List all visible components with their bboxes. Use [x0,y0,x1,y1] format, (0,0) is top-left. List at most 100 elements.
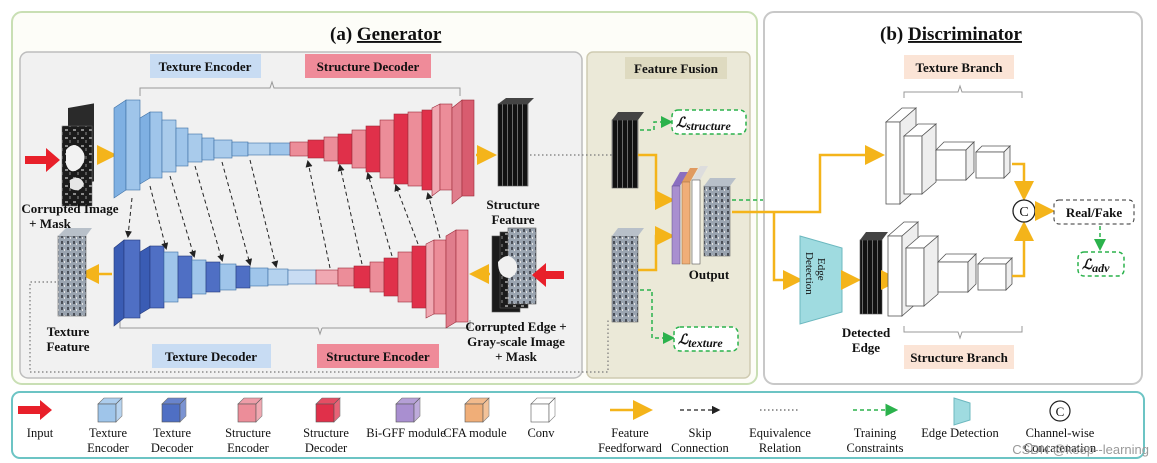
bi-gff-block-icon [395,397,421,423]
discriminator-title: (b) Discriminator [880,24,1023,45]
loss-adv: ℒadv [1082,258,1110,275]
legend-label: Structure [225,426,271,440]
structure-encoder-label-box [317,344,439,368]
corrupted-image-stack [61,103,94,207]
watermark: CSDN @keep--learning [1012,442,1149,457]
conv-block-icon [530,397,556,423]
legend-item: Edge Detection [921,397,999,440]
legend-label: Skip [689,426,712,440]
edge-detection-block [799,235,843,325]
loss-adv-box [1077,251,1125,277]
legend-label: Bi-GFF module [366,426,446,440]
texture-decoder-label: Texture Decoder [165,349,257,364]
structure-decoder-brace [274,87,461,96]
legend-label: Conv [527,426,555,440]
edge-detection-label: EdgeDetection [803,252,827,295]
loss-texture: ℒtexture [678,333,723,350]
texture-equivalence-line [29,281,609,373]
structure-feature-label-2: Feature [491,212,534,227]
legend-label: Training [854,426,897,440]
corrupted-edge-label-2: Gray-scale Image [467,334,565,349]
legend-label: Input [27,426,54,440]
texture-branch-box [904,55,1014,79]
legend-item: Bi-GFF module [366,397,446,440]
legend-label: Connection [671,441,729,455]
output-label: Output [689,267,730,282]
input-arrow-bottom [532,263,564,287]
legend-label: Concatenation [1024,441,1097,455]
fusion-structure-image [611,112,644,189]
texture-encoder-label: Texture Encoder [159,59,252,74]
output-image [703,178,736,257]
edge-detection-trapezoid-icon [953,397,971,426]
legend-label: Decoder [305,441,348,455]
structure-encoder-block-icon [237,397,263,423]
legend-label: CFA module [443,426,507,440]
loss-texture-box [673,326,739,352]
real-fake-label: Real/Fake [1066,205,1123,220]
texture-decoder-brace [119,320,323,336]
top-network [113,99,475,205]
texture-feature-label: Texture [47,324,90,339]
texture-feature-label-2: Feature [46,339,89,354]
feature-fusion-title: Feature Fusion [634,61,719,76]
legend-item: CFA module [443,397,507,440]
legend-label: Decoder [151,441,194,455]
texture-decoder-block-icon [161,397,187,423]
concat-symbol: C [1019,205,1028,220]
skip-connections [125,159,441,269]
texture-decoder-label-box [152,344,271,368]
structure-encoder-brace [322,320,471,329]
corrupted-image-label-2: + Mask [29,216,71,231]
corrupted-image-label: Corrupted Image [21,201,118,216]
legend-label: Feedforward [598,441,663,455]
structure-branch-convs [886,221,1013,317]
legend-label: Texture [89,426,127,440]
detected-edge-image [859,232,888,315]
real-fake-box [1053,199,1135,225]
legend-item: Conv [527,397,556,440]
structure-encoder-label: Structure Encoder [326,349,430,364]
detected-edge-label: Detected [842,325,891,340]
fusion-texture-image [611,228,644,323]
legend-label: Encoder [87,441,129,455]
legend-label: Equivalence [749,426,811,440]
corrupted-edge-label: Corrupted Edge + [465,319,566,334]
legend-item: Input [18,400,54,440]
legend-label: Structure [303,426,349,440]
legend-panel [11,391,1145,459]
structure-branch-box [904,345,1014,369]
bottom-network [113,229,469,329]
legend-label: Feature [611,426,649,440]
structure-decoder-label: Structure Decoder [317,59,420,74]
texture-branch-label: Texture Branch [915,60,1003,75]
legend-label: Texture [153,426,191,440]
svg-text:C: C [1056,404,1065,419]
legend-label: Encoder [227,441,269,455]
structure-feature-label: Structure [486,197,539,212]
legend-label: Relation [759,441,802,455]
fusion-modules [671,166,708,265]
texture-feature-image [57,228,92,317]
detected-edge-label-2: Edge [852,340,880,355]
cfa-block-icon [464,397,490,423]
discriminator-panel [763,11,1143,385]
texture-branch-convs [884,107,1011,205]
input-arrow-top [25,148,60,172]
corrupted-edge-label-3: + Mask [495,349,537,364]
structure-feature-image [497,98,534,187]
texture-encoder-block-icon [97,397,123,423]
concat-circle-icon: C [1049,400,1071,422]
legend-label: Channel-wise [1026,426,1095,440]
structure-branch-label: Structure Branch [910,350,1008,365]
red-arrow-icon [18,400,52,420]
legend-label: Edge Detection [921,426,999,440]
texture-encoder-label-box [150,54,261,78]
feature-fusion-title-box [625,57,727,79]
